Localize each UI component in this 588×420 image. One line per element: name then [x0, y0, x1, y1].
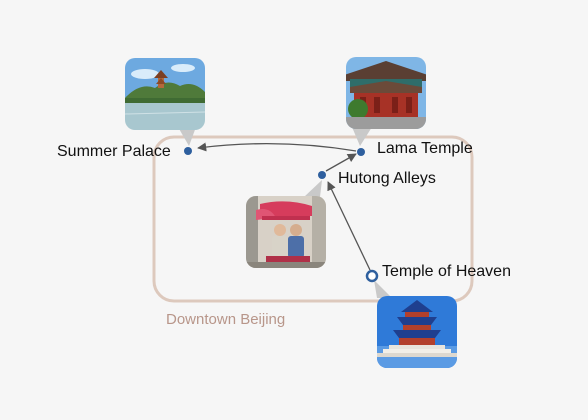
- downtown-area-outline: [152, 135, 474, 303]
- temple-heaven-photo-pointer: [374, 280, 392, 298]
- lama-temple-label: Lama Temple: [377, 140, 473, 157]
- summer-palace-photo-pointer: [178, 127, 196, 146]
- lama-temple-photo-pointer: [352, 127, 372, 146]
- lama-temple-photo[interactable]: [346, 57, 426, 129]
- route-arrow-lama-to-summer: [197, 142, 357, 152]
- lama-temple-marker[interactable]: [357, 148, 365, 156]
- route-arrow-heaven-to-hutong: [327, 181, 371, 271]
- hutong-alleys-label: Hutong Alleys: [338, 170, 436, 187]
- temple-of-heaven-start-marker[interactable]: [365, 269, 379, 283]
- temple-of-heaven-label: Temple of Heaven: [382, 263, 511, 280]
- downtown-beijing-label: Downtown Beijing: [166, 311, 286, 328]
- route-arrow-hutong-to-lama: [325, 153, 357, 172]
- hutong-alleys-marker[interactable]: [318, 171, 326, 179]
- summer-palace-marker[interactable]: [184, 147, 192, 155]
- hutong-photo-pointer: [304, 180, 322, 197]
- summer-palace-label: Summer Palace: [57, 143, 171, 160]
- hutong-alleys-photo[interactable]: [246, 196, 326, 268]
- temple-of-heaven-photo[interactable]: [377, 296, 457, 368]
- summer-palace-photo[interactable]: [125, 58, 205, 130]
